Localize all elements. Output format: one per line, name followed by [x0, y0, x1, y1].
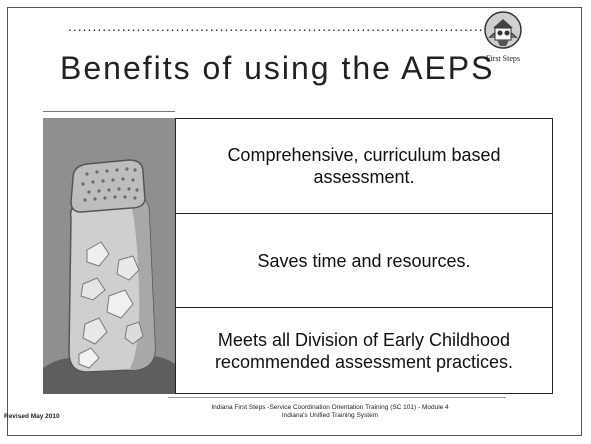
table-row: Comprehensive, curriculum based assessme… [227, 145, 501, 187]
jar-illustration-icon [43, 118, 175, 394]
slide-title: Benefits of using the AEPS [60, 50, 495, 86]
footer-line-1: Indiana First Steps -Service Coordinatio… [211, 404, 449, 411]
table-row: Saves time and resources. [176, 213, 552, 307]
logo-caption: First Steps [485, 54, 520, 63]
revised-date: Revised May 2010 [4, 413, 60, 420]
divider [43, 111, 175, 112]
footer-line-2: Indiana's Unified Training System [281, 412, 379, 419]
benefits-table: Comprehensive, curriculum based assessme… [175, 118, 553, 394]
first-steps-logo: First Steps [480, 8, 526, 64]
first-steps-logo-icon [484, 11, 522, 49]
table-row: Meets all Division of Early Childhood re… [176, 307, 552, 393]
footer-rule [168, 397, 506, 398]
jar-image [43, 118, 175, 394]
dotted-rule: ........................................… [68, 18, 518, 32]
slide: ........................................… [7, 7, 582, 436]
footer-text: Indiana First Steps -Service Coordinatio… [150, 404, 510, 420]
